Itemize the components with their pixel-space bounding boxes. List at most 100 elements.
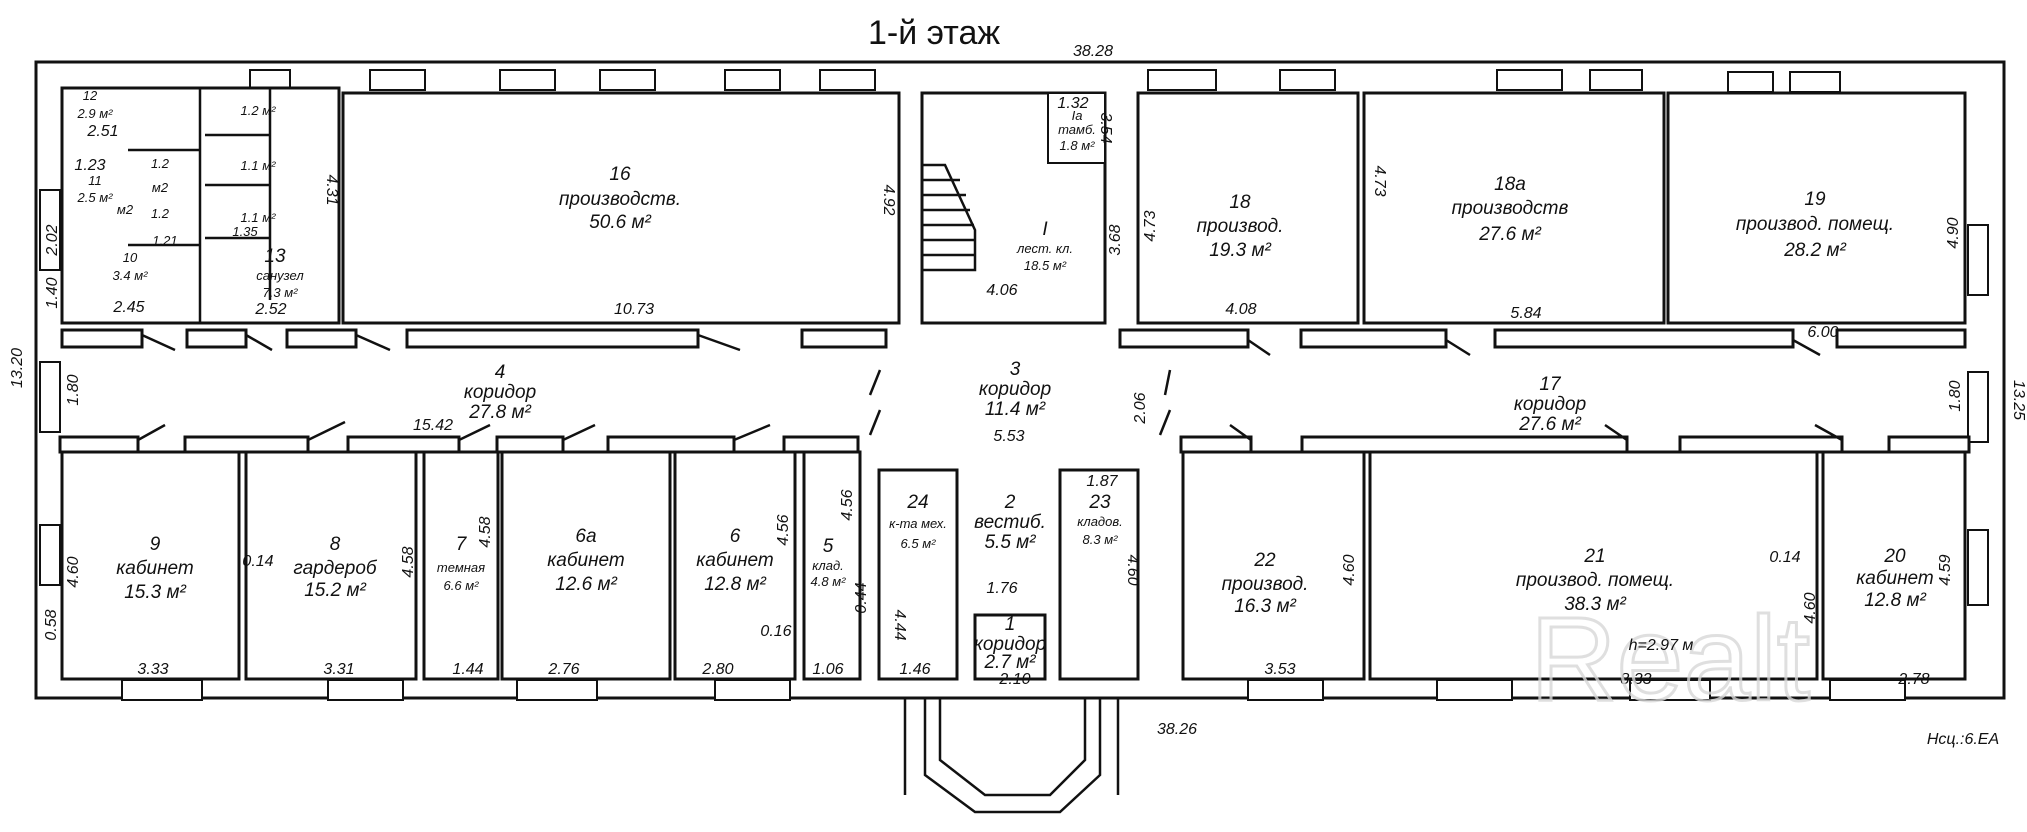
room-name: гардероб (293, 558, 377, 579)
room-9 (60, 450, 241, 681)
room-name: санузел (256, 268, 304, 283)
room-number: 4 (495, 362, 506, 383)
dimension: 1.32 (1057, 95, 1088, 112)
dimension: 0.16 (760, 623, 791, 640)
fixture-label: 1.2 (151, 206, 170, 221)
room-area: 2.7 м² (983, 652, 1036, 673)
room-area: 12.8 м² (704, 574, 766, 595)
room-number: 6а (575, 526, 596, 547)
room-name: производ. (1222, 574, 1309, 595)
room-area: 15.3 м² (124, 582, 186, 603)
room-number: 6 (730, 526, 741, 547)
dimension: 2.78 (1897, 671, 1929, 688)
dimension: 4.44 (891, 609, 908, 640)
dimension: 4.73 (1142, 210, 1159, 241)
fixture-labels: 1.2 1.2 1.2 м² 1.1 м² 1.1 м² м2 м2 1.35 … (117, 103, 276, 248)
room-number: 1 (1005, 614, 1016, 635)
dimension: 2.80 (701, 661, 733, 678)
dimension: 1.46 (899, 661, 930, 678)
room-area: 15.2 м² (304, 580, 366, 601)
fixture-label: м2 (117, 202, 134, 217)
room-1 (973, 613, 1047, 681)
dimension: 4.08 (1225, 301, 1256, 318)
room-number: 3 (1010, 359, 1021, 380)
staircase (920, 163, 977, 272)
room-area: 6.6 м² (444, 578, 480, 593)
watermark: Realt (1530, 592, 1810, 726)
dimension: 2.45 (112, 299, 144, 316)
fixture-label: 1.2 (151, 156, 170, 171)
dimension: 3.68 (1107, 224, 1124, 255)
dimension: 38.26 (1157, 721, 1197, 738)
room-area: 28.2 м² (1783, 240, 1846, 261)
dimension: 4.60 (1802, 592, 1819, 623)
dimension: 4.58 (477, 516, 494, 547)
room-number: 9 (150, 534, 161, 555)
corridor-walls (58, 328, 1971, 454)
room-number: 22 (1253, 550, 1276, 571)
room-name: вестиб. (974, 512, 1046, 533)
dimension: 38.28 (1073, 43, 1113, 60)
room-area: 11.4 м² (985, 399, 1046, 420)
room-number: 5 (823, 536, 834, 557)
room-number: 2 (1004, 492, 1016, 513)
room-area: 19.3 м² (1209, 240, 1271, 261)
dimension: 3.33 (137, 661, 168, 678)
inventory-note: Нсц.:6.ЕА (1927, 731, 1999, 748)
room-22 (1181, 450, 1366, 681)
dimension: 0.44 (853, 582, 870, 613)
room-name: темная (437, 560, 485, 575)
room-number: 7 (456, 534, 468, 555)
dimension: 4.31 (323, 174, 340, 205)
room-area: 8.3 м² (1083, 532, 1119, 547)
room-23 (1058, 468, 1140, 681)
room-number: 18 (1229, 192, 1251, 213)
dimension: 2.06 (1132, 392, 1149, 424)
dimension: 10.73 (614, 301, 654, 318)
room-area: 27.6 м² (1478, 224, 1541, 245)
dimension: 0.14 (1769, 549, 1800, 566)
room-20 (1821, 450, 1967, 681)
room-name: производ. помещ. (1736, 214, 1894, 235)
ceiling-height-note: h=2.97 м (1629, 637, 1694, 654)
room-number: Iа (1072, 108, 1083, 123)
room-name: кладов. (1077, 514, 1123, 529)
dimension: 4.58 (400, 546, 417, 577)
room-name: производ. (1197, 216, 1284, 237)
room-number: 10 (123, 250, 138, 265)
room-name: производств (1452, 198, 1569, 219)
room-area: 18.5 м² (1024, 258, 1067, 273)
fixture-label: 1.1 м² (241, 210, 277, 225)
dimension: 1.40 (44, 277, 61, 308)
room-16 (341, 91, 901, 325)
dimension: 4.60 (1341, 554, 1358, 585)
door-swings (137, 333, 1843, 442)
room-21 (1368, 450, 1819, 681)
room-name: коридор (974, 634, 1046, 655)
room-name: клад. (812, 558, 844, 573)
room-area: 1.8 м² (1060, 138, 1096, 153)
dimension: 1.80 (65, 374, 82, 405)
dimension: 3.54 (1097, 112, 1114, 143)
room-number: 23 (1088, 492, 1111, 513)
dimension: 2.02 (44, 224, 61, 256)
room-area: 27.6 м² (1518, 414, 1581, 435)
room-labels: 1 коридор 2.7 м² 2 вестиб. 5.5 м² 3 кори… (77, 88, 1934, 673)
fixture-label: 1.21 (152, 233, 177, 248)
dimension: 4.56 (839, 489, 856, 520)
room-name: производств. (559, 189, 681, 210)
dimension: 4.73 (1371, 165, 1388, 196)
dimension: 8.33 (1620, 671, 1651, 688)
dimension: 13.20 (9, 348, 26, 388)
room-6 (673, 450, 797, 681)
page-title: 1-й этаж (868, 14, 1000, 52)
room-number: 13 (264, 246, 286, 267)
room-number: 16 (609, 164, 631, 185)
dimension: 5.84 (1510, 305, 1541, 322)
dimension: 1.44 (452, 661, 483, 678)
room-name: коридор (1514, 394, 1586, 415)
room-number: I (1042, 219, 1048, 240)
dimension: 2.51 (86, 123, 118, 140)
room-area: 7.3 м² (263, 285, 299, 300)
